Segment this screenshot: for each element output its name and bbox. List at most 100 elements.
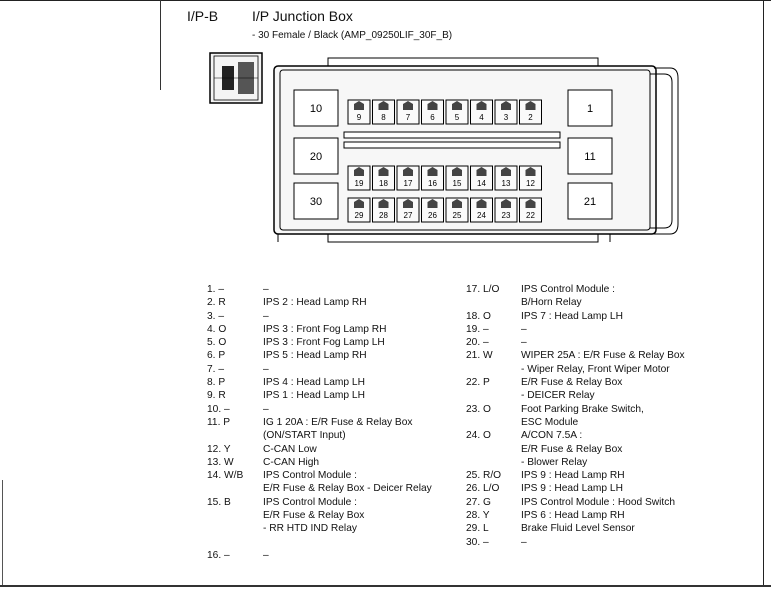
cavity-label-30: 30: [310, 196, 322, 208]
terminal-latch: [403, 167, 413, 176]
terminal-latch: [378, 101, 389, 110]
pin-description: Foot Parking Brake Switch,: [521, 403, 644, 415]
pin-number: 9. R: [207, 390, 226, 402]
pin-number: 15. B: [207, 496, 231, 508]
pin-description: IPS 3 : Front Fog Lamp LH: [263, 337, 385, 349]
terminal-label: 24: [477, 211, 486, 220]
terminal-cavity: [347, 197, 371, 223]
pin-number: 5. O: [207, 337, 227, 349]
cavity-label-21: 21: [584, 196, 596, 208]
pin-description: –: [263, 363, 269, 375]
pin-number: 12. Y: [207, 443, 231, 455]
pin-number: 14. W/B: [207, 470, 244, 482]
terminal-cavity: [445, 197, 469, 223]
pin-row: ESC Module: [466, 416, 763, 429]
pin-row: 19. ––: [466, 323, 763, 336]
pin-description: C-CAN Low: [263, 443, 317, 455]
pin-description: –: [263, 549, 269, 561]
terminal-latch: [403, 199, 413, 208]
pin-description: –: [263, 403, 269, 415]
page-border-top: [0, 0, 771, 1]
pin-description: B/Horn Relay: [521, 297, 582, 309]
pin-description: C-CAN High: [263, 456, 320, 468]
cavity-label-20: 20: [310, 151, 322, 163]
pin-description: IPS Control Module :: [521, 284, 615, 295]
pin-description: E/R Fuse & Relay Box: [521, 443, 623, 455]
pin-number: 2. R: [207, 297, 226, 309]
pin-description: - RR HTD IND Relay: [263, 523, 357, 535]
terminal-cavity: [494, 165, 518, 191]
pin-description: - DEICER Relay: [521, 390, 595, 402]
cavity-label-11: 11: [584, 151, 595, 163]
pin-description: IPS 3 : Front Fog Lamp RH: [263, 323, 387, 335]
terminal-label: 28: [379, 211, 388, 220]
pin-row: 12. Y C-CAN Low: [207, 443, 467, 456]
pin-number: 25. R/O: [466, 470, 502, 482]
pin-number: 4. O: [207, 323, 227, 335]
pin-row: 4. O IPS 3 : Front Fog Lamp RH: [207, 323, 467, 336]
terminal-cavity: [445, 99, 469, 125]
terminal-label: 4: [479, 113, 484, 122]
terminal-cavity: [421, 197, 444, 223]
pin-number: 18. O: [466, 310, 491, 322]
terminal-latch: [354, 101, 364, 110]
terminal-cavity: [519, 165, 542, 191]
terminal-latch: [476, 101, 487, 110]
pin-number: 21. W: [466, 350, 493, 362]
pin-description: (ON/START Input): [263, 430, 346, 442]
connector-code: I/P-B: [187, 8, 219, 24]
terminal-label: 22: [526, 211, 535, 220]
pin-number: 28. Y: [466, 510, 490, 522]
terminal-label: 3: [504, 113, 509, 122]
page-border-bottom: [0, 585, 771, 587]
terminal-label: 6: [430, 113, 435, 122]
pin-number: 3. –: [207, 310, 224, 322]
pin-description: –: [521, 323, 527, 335]
pin-description: IPS 7 : Head Lamp LH: [521, 310, 623, 322]
terminal-label: 12: [526, 179, 535, 188]
terminal-cavity: [372, 99, 395, 125]
pin-number: 6. P: [207, 350, 226, 362]
page-border-left: [160, 0, 161, 90]
pin-description: IG 1 20A : E/R Fuse & Relay Box: [263, 416, 413, 428]
pin-number: 16. –: [207, 549, 230, 561]
terminal-label: 27: [404, 211, 413, 220]
pin-description: E/R Fuse & Relay Box - Deicer Relay: [263, 483, 432, 495]
terminal-label: 25: [453, 211, 462, 220]
pin-row: 17. L/O IPS Control Module :: [466, 283, 763, 296]
pin-description: E/R Fuse & Relay Box: [521, 377, 623, 389]
pin-row: - Wiper Relay, Front Wiper Motor: [466, 363, 763, 376]
pin-number: 17. L/O: [466, 284, 500, 295]
pin-description: IPS 9 : Head Lamp LH: [521, 483, 623, 495]
terminal-latch: [378, 199, 389, 208]
pin-row: E/R Fuse & Relay Box: [207, 509, 467, 522]
pin-row: 1. ––: [207, 283, 467, 296]
pin-description: –: [263, 284, 269, 295]
connector-title: I/P Junction Box: [252, 8, 353, 24]
terminal-cavity: [421, 99, 444, 125]
pin-row: 10. ––: [207, 403, 467, 416]
pin-description: IPS Control Module : Hood Switch: [521, 496, 676, 508]
terminal-label: 7: [406, 113, 411, 122]
terminal-label: 18: [379, 179, 388, 188]
page-border-right: [763, 0, 764, 586]
terminal-cavity: [519, 197, 542, 223]
terminal-cavity: [470, 99, 493, 125]
pin-description: –: [263, 310, 269, 322]
terminal-label: 5: [455, 113, 460, 122]
pin-number: 20. –: [466, 337, 489, 349]
pin-row: 5. O IPS 3 : Front Fog Lamp LH: [207, 336, 467, 349]
